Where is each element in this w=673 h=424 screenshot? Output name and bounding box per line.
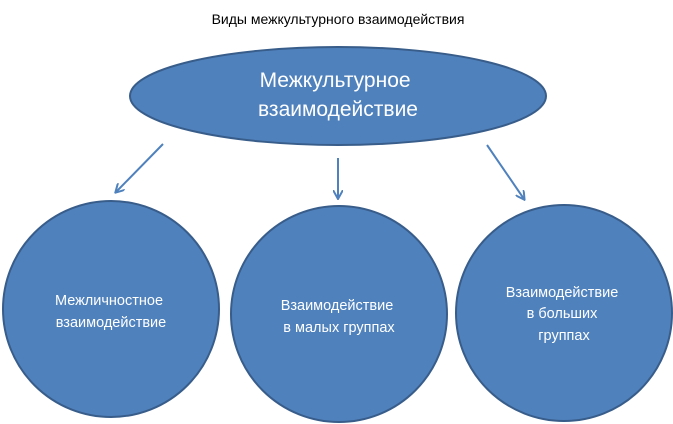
child-node-large-groups: Взаимодействие в больших группах bbox=[455, 204, 673, 422]
child-node-interpersonal-label-line-2: взаимодействие bbox=[56, 315, 166, 331]
arrow-to-interpersonal bbox=[116, 143, 164, 192]
child-node-large-groups-shape bbox=[455, 204, 673, 422]
diagram-title: Виды межкультурного взаимодействия bbox=[212, 11, 465, 27]
child-node-interpersonal-label-line-1: Межличностное bbox=[55, 293, 163, 309]
child-node-large-groups-label-line-2: в больших bbox=[527, 306, 599, 322]
child-node-large-groups-label-line-3: группах bbox=[538, 328, 590, 344]
root-node-label: Межкультурное взаимодействие bbox=[258, 69, 418, 121]
child-node-interpersonal-shape bbox=[2, 200, 220, 418]
root-node-label-line-2: взаимодействие bbox=[258, 98, 418, 121]
child-node-small-groups-label-line-2: в малых группах bbox=[283, 320, 395, 336]
root-node-shape bbox=[129, 46, 547, 146]
child-node-interpersonal-label: Межличностное взаимодействие bbox=[55, 293, 167, 331]
child-node-small-groups-shape bbox=[230, 205, 448, 423]
child-node-small-groups-label-line-1: Взаимодействие bbox=[281, 298, 394, 314]
child-node-interpersonal: Межличностное взаимодействие bbox=[2, 200, 220, 418]
root-node: Межкультурное взаимодействие bbox=[129, 46, 547, 146]
child-node-small-groups: Взаимодействие в малых группах bbox=[230, 205, 448, 423]
arrow-to-large-groups bbox=[486, 144, 524, 199]
root-node-label-line-1: Межкультурное bbox=[260, 69, 411, 92]
child-node-large-groups-label-line-1: Взаимодействие bbox=[506, 285, 619, 301]
child-node-small-groups-label: Взаимодействие в малых группах bbox=[281, 298, 398, 336]
child-node-large-groups-label: Взаимодействие в больших группах bbox=[506, 285, 623, 344]
